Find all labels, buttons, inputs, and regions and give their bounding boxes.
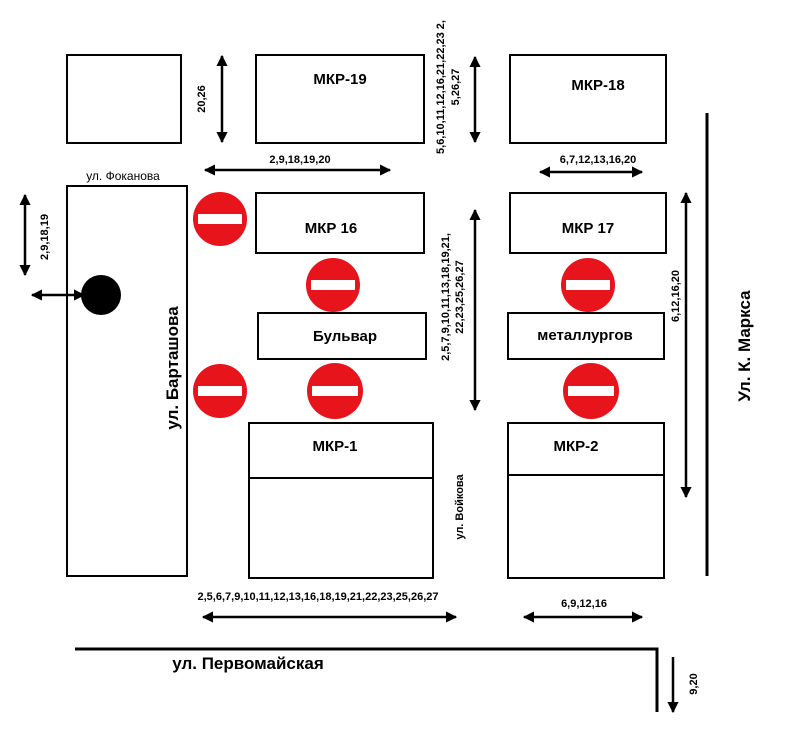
label-mkr16: МКР 16 [305,220,358,237]
block-bartashova-strip [66,185,188,577]
block-bulvar [257,312,427,360]
label-mkr19: МКР-19 [313,71,366,88]
no-entry-icon [307,363,363,419]
block-mkr19 [255,54,425,144]
no-entry-icon [563,363,619,419]
route-bartashova-top: 2,9,18,19 [39,214,51,260]
label-mkr18: МКР-18 [571,77,624,94]
label-mkr1: МКР-1 [313,438,358,455]
route-20-26: 20,26 [196,85,208,113]
street-k-marksa: Ул. К. Маркса [735,290,754,402]
unnamed-block [66,54,182,144]
route-center-2: 22,23,25,26,27 [454,260,466,333]
road-pervomayskaya [75,647,659,712]
label-metallurgov: металлургов [537,327,633,344]
no-entry-icon [561,258,615,312]
route-pervomayskaya-exit: 9,20 [688,673,700,694]
route-k-marksa: 6,12,16,20 [670,270,682,322]
block-metallurgov [507,312,665,360]
no-entry-icon [193,192,247,246]
street-pervomayskaya: ул. Первомайская [172,654,324,673]
block-mkr2 [507,422,665,579]
route-mkr18: 6,7,12,13,16,20 [560,154,636,166]
street-bartashova: ул. Барташова [163,306,182,430]
block-mkr16 [255,192,425,254]
block-mkr18 [509,54,667,144]
no-entry-icon [193,364,247,418]
route-fokanova: 2,9,18,19,20 [269,154,330,166]
route-center-1: 2,5,7,9,10,11,13,18,19,21, [440,233,452,361]
route-bottom-left: 2,5,6,7,9,10,11,12,13,16,18,19,21,22,23,… [198,591,439,603]
route-vert-top-1: 5,6,10,11,12,16,21,22,23 2, [435,20,447,154]
label-bulvar: Бульвар [313,328,377,345]
bus-stop-dot-icon [81,275,121,315]
street-voykova: ул. Войкова [454,473,466,539]
route-vert-top-2: 5,26,27 [450,69,462,106]
street-fokanova: ул. Фоканова [86,169,160,183]
label-mkr17: МКР 17 [562,220,615,237]
label-mkr2: МКР-2 [554,438,599,455]
block-mkr17 [509,192,667,254]
route-bottom-right: 6,9,12,16 [561,598,607,610]
block-mkr1 [248,422,434,579]
no-entry-icon [306,258,360,312]
